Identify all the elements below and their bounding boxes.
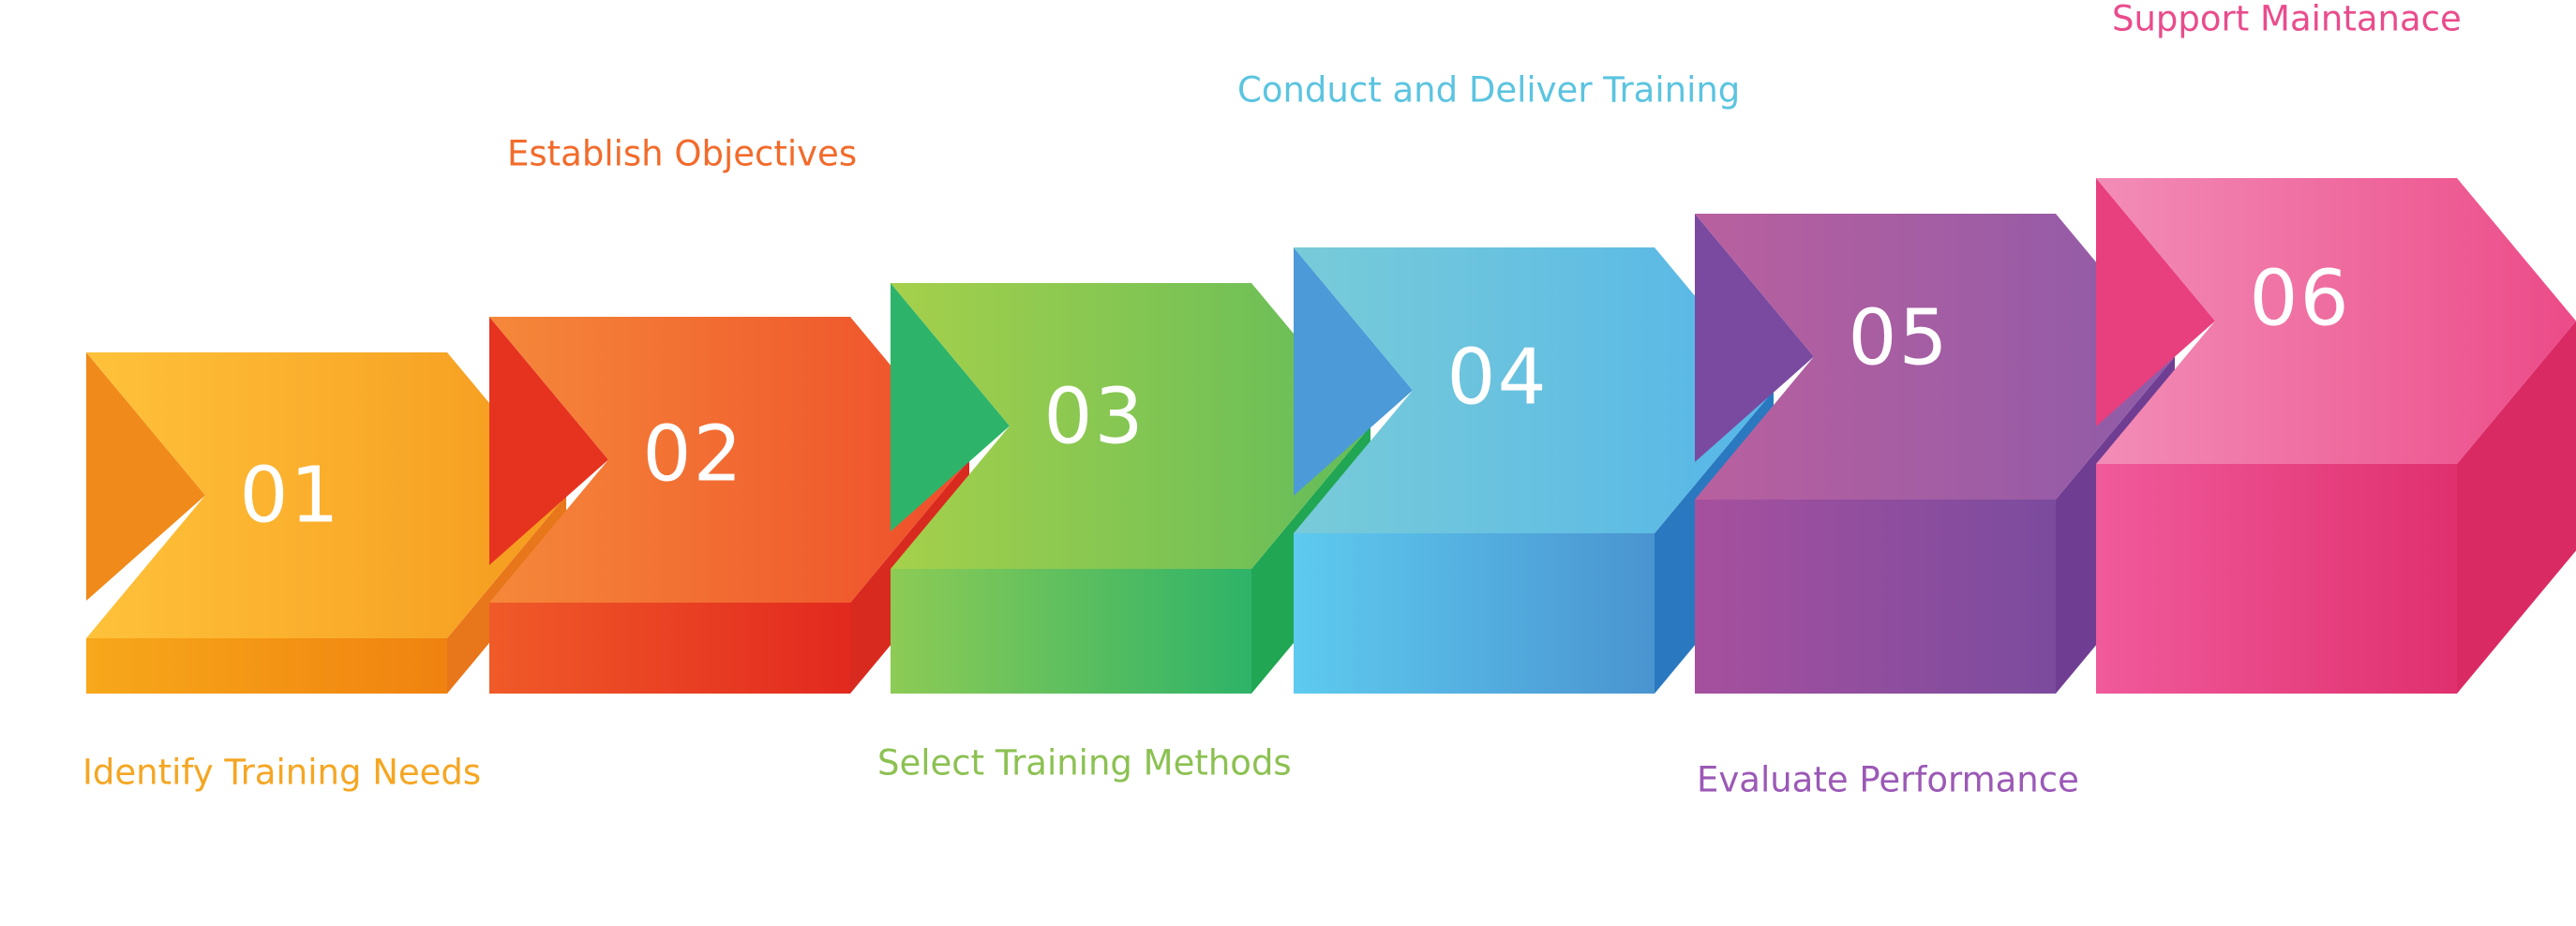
step-side-face	[2457, 321, 2576, 694]
step-label: Evaluate Performance	[1697, 760, 2079, 800]
step-number: 02	[642, 410, 743, 499]
step-03: 03	[891, 283, 1370, 694]
step-front-face	[86, 638, 447, 694]
step-top-face	[891, 283, 1370, 569]
step-number: 04	[1446, 333, 1548, 422]
step-label: Conduct and Deliver Training	[1237, 70, 1740, 111]
step-06: 06	[2096, 178, 2576, 694]
step-top-face	[489, 317, 969, 603]
step-notch-shade	[891, 283, 1010, 531]
step-number: 06	[2249, 254, 2350, 343]
step-top-face	[2096, 178, 2576, 464]
step-notch-shade	[489, 317, 608, 565]
step-notch-shade	[86, 352, 205, 601]
step-front-face	[2096, 464, 2457, 694]
step-label: Support Maintanace	[2112, 0, 2462, 39]
step-notch-shade	[2096, 178, 2215, 426]
step-top-face	[1695, 214, 2175, 500]
step-top-face	[1294, 247, 1774, 533]
step-label: Identify Training Needs	[82, 753, 481, 793]
step-label: Select Training Methods	[877, 743, 1292, 784]
step-label: Establish Objectives	[507, 134, 857, 174]
step-front-face	[489, 603, 850, 694]
step-notch-shade	[1695, 214, 1814, 462]
step-front-face	[1294, 533, 1655, 694]
step-number: 01	[239, 451, 340, 540]
step-front-face	[891, 569, 1251, 694]
step-number: 03	[1043, 372, 1145, 461]
step-05: 05	[1695, 214, 2175, 694]
step-notch-shade	[1294, 247, 1413, 496]
step-number: 05	[1848, 293, 1949, 382]
step-front-face	[1695, 500, 2056, 694]
step-top-face	[86, 352, 566, 638]
